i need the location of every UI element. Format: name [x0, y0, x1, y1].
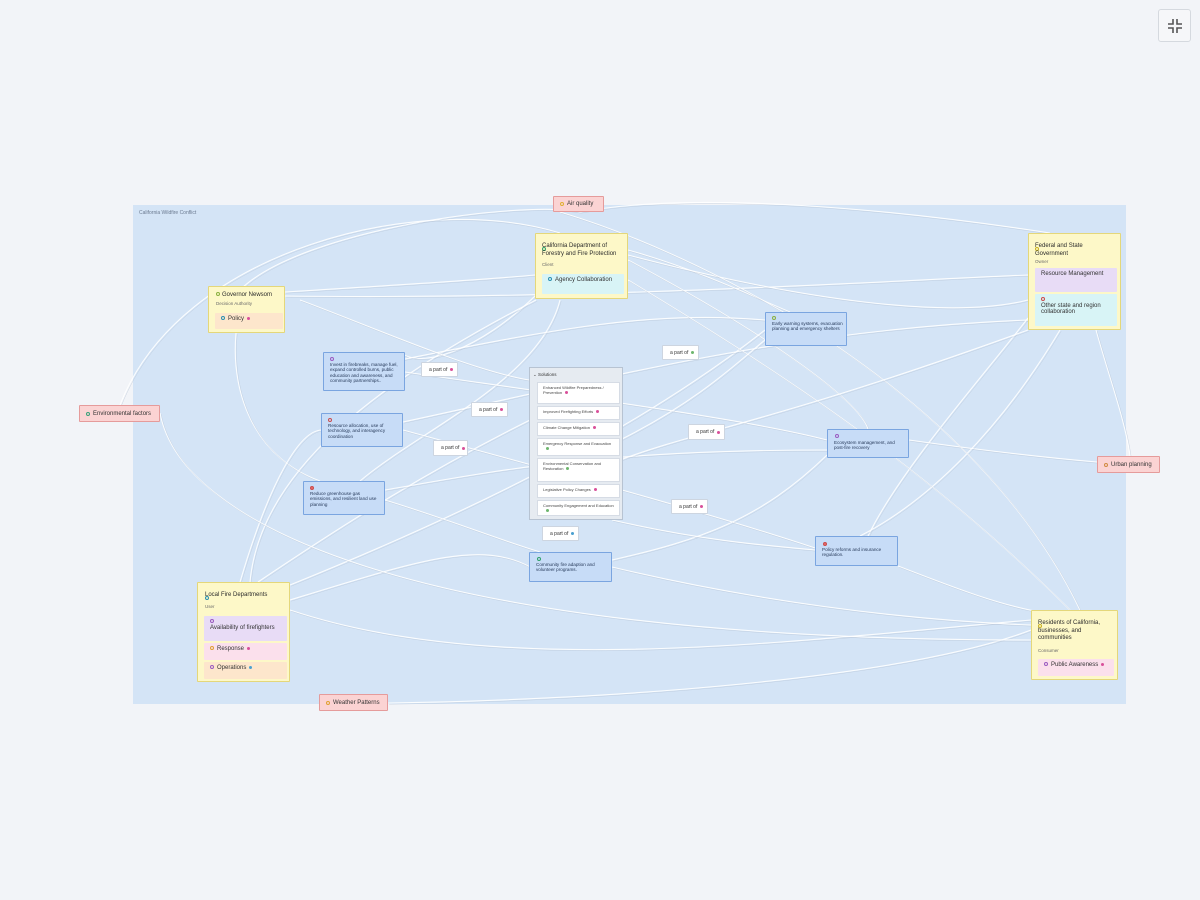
action-icon [823, 542, 827, 546]
action-policy-reforms[interactable]: Policy reforms and insurance regulation. [815, 536, 898, 566]
action-icon [328, 418, 332, 422]
edge-tag-part-of[interactable]: a part of [688, 424, 725, 440]
actor-icon [205, 587, 209, 605]
exit-fullscreen-icon [1167, 18, 1182, 33]
chip-response[interactable]: Response [204, 643, 287, 660]
action-icon [835, 434, 839, 438]
action-icon [772, 316, 776, 320]
solutions-title: Solutions [538, 372, 557, 377]
chip-public-awareness[interactable]: Public Awareness [1038, 659, 1114, 676]
actor-residents[interactable]: Residents of California, businesses, and… [1031, 610, 1118, 680]
action-invest-firebreaks[interactable]: Invest in firebreaks, manage fuel, expan… [323, 352, 405, 391]
action-icon [310, 486, 314, 490]
document-icon [221, 316, 225, 320]
solution-community-engagement[interactable]: Community Engagement and Education [537, 500, 620, 516]
megaphone-icon [1044, 662, 1048, 666]
building-icon [1104, 462, 1108, 467]
action-community-fire-adaption[interactable]: Community fire adaption and volunteer pr… [529, 552, 612, 582]
external-air-quality[interactable]: Air quality [553, 196, 604, 212]
leaf-icon [86, 411, 90, 416]
person-icon [216, 292, 220, 296]
edge-tag-part-of[interactable]: a part of [433, 440, 468, 456]
action-resource-allocation[interactable]: Resource allocation, use of technology, … [321, 413, 403, 447]
siren-icon [210, 646, 214, 650]
action-icon [330, 357, 334, 361]
actor-governor-newsom[interactable]: Governor Newsom Decision Authority Polic… [208, 286, 285, 333]
people-icon [210, 619, 214, 623]
action-icon [537, 557, 541, 561]
bulb-icon [560, 202, 564, 206]
actor-icon [542, 238, 546, 256]
chip-operations[interactable]: Operations [204, 662, 287, 679]
exit-fullscreen-button[interactable] [1158, 9, 1191, 42]
solution-emergency-response[interactable]: Emergency Response and Evacuation [537, 438, 620, 456]
solution-legislative-policy[interactable]: Legislative Policy Changes [537, 484, 620, 498]
chip-policy[interactable]: Policy [215, 313, 283, 329]
actor-icon [1038, 615, 1042, 633]
action-ecosystem-management[interactable]: Ecosystem management, and post-fire reco… [827, 429, 909, 458]
solution-improved-firefighting[interactable]: Improved Firefighting Efforts [537, 406, 620, 420]
canvas-label: California Wildfire Conflict [139, 210, 197, 216]
external-environmental-factors[interactable]: Environmental factors [79, 405, 160, 422]
solutions-group[interactable]: ⌄ Solutions Enhanced Wildfire Preparedne… [529, 367, 623, 520]
chip-availability-firefighters[interactable]: Availability of firefighters [204, 616, 287, 641]
edge-tag-part-of[interactable]: a part of [662, 345, 699, 360]
chip-state-region-collaboration[interactable]: Other state and region collaboration [1035, 294, 1117, 326]
external-urban-planning[interactable]: Urban planning [1097, 456, 1160, 473]
edge-tag-part-of[interactable]: a part of [471, 402, 508, 417]
sun-icon [326, 700, 330, 705]
gear-icon [210, 665, 214, 669]
external-weather-patterns[interactable]: Weather Patterns [319, 694, 388, 711]
edge-tag-part-of[interactable]: a part of [542, 526, 579, 541]
handshake-icon [548, 277, 552, 281]
chip-agency-collaboration[interactable]: Agency Collaboration [542, 274, 624, 294]
solution-climate-change[interactable]: Climate Change Mitigation [537, 422, 620, 436]
edge-tag-part-of[interactable]: a part of [421, 362, 458, 377]
action-early-warning[interactable]: Early warning systems, evacuation planni… [765, 312, 847, 346]
actor-federal-state-government[interactable]: Federal and State Government Owner Resou… [1028, 233, 1121, 330]
chip-resource-management[interactable]: Resource Management [1035, 268, 1117, 292]
actor-calfire[interactable]: California Department of Forestry and Fi… [535, 233, 628, 299]
edge-tag-part-of[interactable]: a part of [671, 499, 708, 514]
solution-environmental-conservation[interactable]: Environmental Conservation and Restorati… [537, 458, 620, 482]
actor-icon [1035, 238, 1039, 256]
actor-local-fire-departments[interactable]: Local Fire Departments User Availability… [197, 582, 290, 682]
globe-icon [1041, 297, 1045, 301]
solution-wildfire-preparedness[interactable]: Enhanced Wildfire Preparedness / Prevent… [537, 382, 620, 404]
action-reduce-emissions[interactable]: Reduce greenhouse gas emissions, and res… [303, 481, 385, 515]
